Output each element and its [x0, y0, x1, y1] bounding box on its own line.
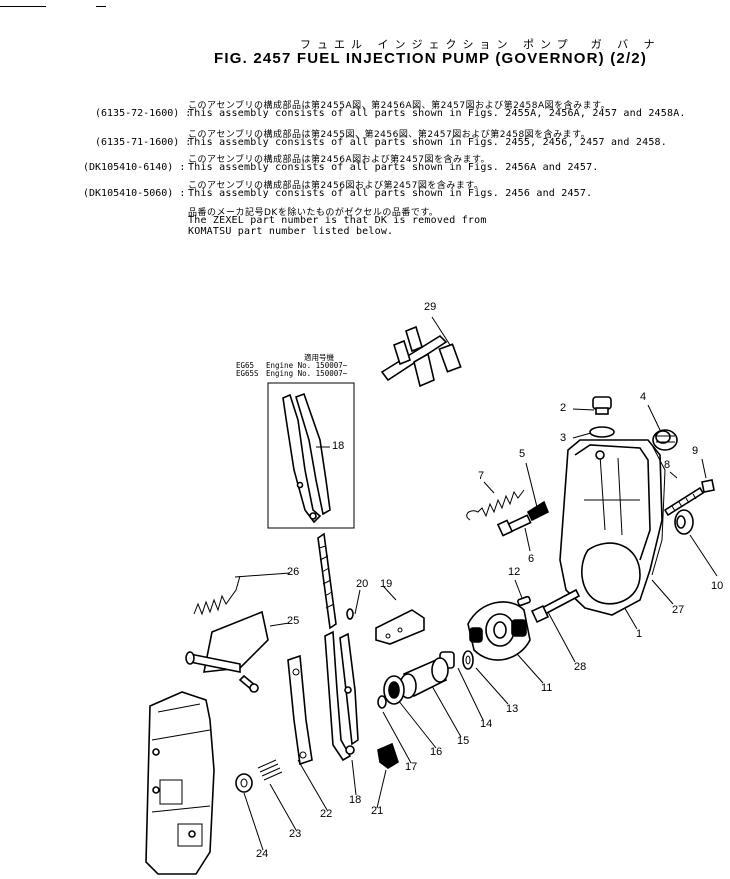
callout-label: 20	[356, 578, 369, 590]
callout-label: 7	[478, 470, 485, 482]
plate-22	[287, 654, 313, 766]
callout-label: 5	[519, 448, 526, 460]
bolt-8	[663, 486, 705, 517]
inset-frame	[267, 382, 355, 529]
inset-engine-2: Enging No. 150007~	[266, 369, 348, 378]
nut-24	[235, 773, 253, 793]
governor-lever	[324, 630, 359, 762]
spring-7	[466, 489, 525, 521]
callout-label: 1	[636, 628, 643, 640]
callout-label: 27	[672, 604, 685, 616]
screw-6	[496, 514, 532, 537]
note-jp: このアセンブリの構成部品は第2455図、第2456図、第2457図および第245…	[188, 130, 591, 140]
governor-lever-assembly-inset	[282, 392, 331, 524]
pin-12	[517, 595, 531, 607]
clip-20	[346, 608, 354, 620]
lever-shaft-assembly-25	[185, 610, 269, 693]
zexel-note-jp: 品番のメーカ記号DKを除いたものがゼクセルの品番です。	[188, 208, 439, 218]
zexel-note-line1: The ZEXEL part number is that DK is remo…	[188, 215, 487, 226]
page-title: FIG. 2457 FUEL INJECTION PUMP (GOVERNOR)…	[214, 50, 648, 67]
callout-label: 18	[332, 440, 345, 452]
callout-label: 16	[430, 746, 443, 758]
callout-label: 13	[506, 703, 519, 715]
spring-23	[257, 759, 283, 781]
note-text: This assembly consists of all parts show…	[188, 108, 686, 119]
collar-10	[674, 509, 694, 535]
callout-label: 21	[371, 805, 384, 817]
snap-ring-17	[377, 695, 387, 709]
callout-label: 19	[380, 578, 393, 590]
note-code: (6135-72-1600) :	[95, 108, 192, 119]
zexel-note-line2: KOMATSU part number listed below.	[188, 226, 394, 237]
callout-label: 2	[560, 402, 567, 414]
spring-26	[193, 575, 241, 616]
note-jp: このアセンブリの構成部品は第2455A図、第2456A図、第2457図および第2…	[188, 101, 611, 111]
callout-label: 17	[405, 761, 418, 773]
callout-label: 12	[508, 566, 521, 578]
inset-model-1: EG65	[236, 361, 255, 370]
note-jp: このアセンブリの構成部品は第2456図および第2457図を含みます。	[188, 181, 484, 191]
title-japanese: フュエル インジェクション ポンプ ガ バ ナ	[300, 38, 661, 51]
callout-label: 11	[541, 682, 553, 694]
note-jp: このアセンブリの構成部品は第2456A図および第2457図を含みます。	[188, 155, 491, 165]
callout-label: 3	[560, 432, 567, 444]
callout-label: 24	[256, 848, 269, 860]
callout-label: 15	[457, 735, 470, 747]
inset-engine-1: Engine No. 150007~	[266, 361, 348, 370]
washer-13	[462, 650, 474, 670]
sleeve-15	[399, 657, 449, 699]
note-text: This assembly consists of all parts show…	[188, 188, 593, 199]
plate-19	[375, 609, 425, 645]
nut-5	[526, 500, 550, 522]
note-text: This assembly consists of all parts show…	[188, 162, 599, 173]
plug	[592, 396, 612, 415]
corner-rule	[0, 6, 46, 7]
callout-label: 6	[528, 553, 535, 565]
callout-label: 8	[664, 459, 671, 471]
callout-label: 4	[640, 391, 647, 403]
corner-dash	[96, 6, 106, 7]
callout-label: 22	[320, 808, 333, 820]
callout-label: 23	[289, 828, 302, 840]
fork-21	[377, 742, 399, 769]
inset-header: 適用号機	[304, 353, 334, 362]
note-code: (DK105410-5060) :	[83, 188, 186, 199]
bolt-28	[530, 588, 581, 624]
note-code: (DK105410-6140) :	[83, 162, 186, 173]
nut-9	[701, 479, 715, 493]
leader-lines	[234, 316, 718, 851]
o-ring	[589, 426, 615, 438]
note-text: This assembly consists of all parts show…	[188, 137, 667, 148]
bearing-16	[383, 675, 405, 705]
callout-label: 9	[692, 445, 699, 457]
governor-cover	[145, 691, 215, 875]
callout-label: 10	[711, 580, 724, 592]
callout-label: 18	[349, 794, 362, 806]
callout-label: 28	[574, 661, 587, 673]
callout-label: 26	[287, 566, 300, 578]
threaded-rod	[317, 532, 337, 630]
governor-housing	[559, 439, 666, 616]
callout-label: 29	[424, 301, 437, 313]
inset-model-2: EG65S	[236, 369, 259, 378]
callout-label: 25	[287, 615, 300, 627]
callout-label: 14	[480, 718, 493, 730]
control-rod-assembly	[380, 325, 462, 388]
flyweight-assembly	[467, 601, 531, 661]
cap-4	[652, 429, 678, 451]
note-code: (6135-71-1600) :	[95, 137, 192, 148]
